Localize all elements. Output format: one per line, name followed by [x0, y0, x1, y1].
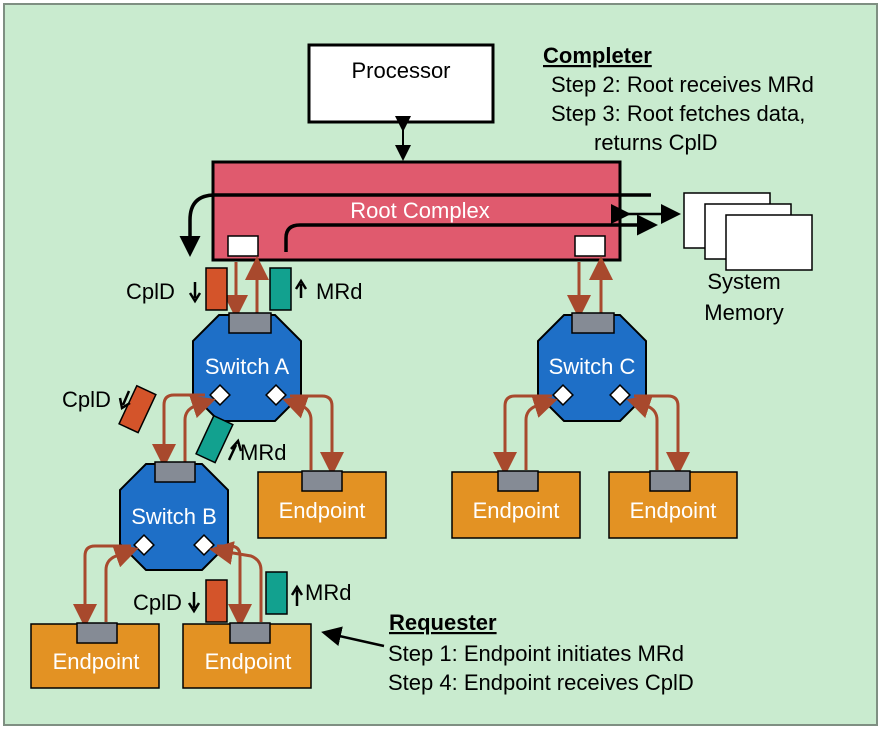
switch-b-upstream-port	[154, 461, 196, 483]
system-memory-label-2: Memory	[704, 300, 783, 325]
switch-b-label: Switch B	[131, 504, 217, 529]
link-switch-a-to-endpoint	[290, 394, 344, 476]
diagram-background	[3, 3, 878, 726]
endpoint-label: Endpoint	[630, 498, 717, 523]
cpld-down-arrow-bottom	[187, 592, 201, 614]
endpoint-switch-c-right: Endpoint	[608, 470, 738, 539]
endpoint-requester: Endpoint	[182, 622, 312, 689]
link-switch-c-to-endpoint-left	[493, 394, 552, 476]
requester-pointer-arrow	[321, 626, 385, 648]
link-endpoint-right-to-switch-b	[209, 541, 263, 622]
completer-title: Completer	[543, 43, 652, 68]
completer-step-3: Step 3: Root fetches data,	[551, 101, 805, 126]
switch-c: Switch C	[537, 312, 647, 422]
switch-a-label: Switch A	[205, 354, 290, 379]
root-complex-box: Root Complex	[211, 160, 622, 262]
switch-c-upstream-port	[571, 312, 615, 334]
root-port-right	[574, 235, 606, 257]
link-endpoint-left-to-switch-c	[524, 394, 558, 470]
switch-a-upstream-port	[228, 312, 272, 334]
cpld-down-arrow-top	[188, 282, 202, 304]
switch-a: Switch A	[192, 312, 302, 422]
switch-c-port-right	[609, 384, 631, 406]
system-memory-icon	[683, 192, 813, 271]
requester-step-4: Step 4: Endpoint receives CplD	[388, 670, 694, 695]
cpld-down-arrow-mid	[118, 390, 131, 411]
endpoint-switch-a: Endpoint	[257, 470, 387, 539]
mrd-label-bottom: MRd	[305, 580, 351, 605]
endpoint-switch-c-left: Endpoint	[451, 470, 581, 539]
switch-b-port-right	[193, 534, 215, 556]
switch-b-port-left	[133, 534, 155, 556]
link-switch-c-to-endpoint-right	[634, 394, 690, 476]
processor-box: Processor	[307, 43, 495, 124]
requester-step-1: Step 1: Endpoint initiates MRd	[388, 641, 684, 666]
link-endpoint-left-to-switch-b	[104, 544, 139, 622]
switch-b: Switch B	[119, 461, 229, 571]
root-port-left	[227, 235, 259, 257]
link-switch-b-to-switch-a	[183, 395, 216, 462]
mrd-packet-bottom	[265, 571, 288, 615]
requester-title: Requester	[389, 610, 497, 635]
mrd-packet-mid	[195, 414, 234, 464]
endpoint-switch-b-left: Endpoint	[30, 622, 160, 689]
mrd-request-path-arrow	[284, 214, 658, 252]
switch-a-port-right	[265, 384, 287, 406]
switch-c-port-left	[552, 384, 574, 406]
cpld-label-mid: CplD	[62, 387, 111, 412]
cpld-packet-top	[205, 267, 228, 311]
mrd-up-arrow-mid	[227, 438, 243, 461]
root-complex-label: Root Complex	[350, 198, 489, 223]
endpoint-label: Endpoint	[473, 498, 560, 523]
cpld-return-path-arrow	[179, 193, 651, 257]
completer-step-3-cont: returns CplD	[594, 130, 717, 155]
link-switch-a-to-switch-b	[152, 393, 205, 468]
cpld-packet-bottom	[205, 579, 228, 623]
completer-step-2: Step 2: Root receives MRd	[551, 72, 814, 97]
endpoint-label: Endpoint	[279, 498, 366, 523]
mrd-packet-top	[269, 267, 292, 311]
link-endpoint-to-switch-a	[282, 395, 313, 470]
processor-label: Processor	[351, 58, 450, 83]
cpld-label-top: CplD	[126, 279, 175, 304]
link-endpoint-right-to-switch-c	[626, 395, 659, 470]
mrd-label-top: MRd	[316, 279, 362, 304]
cpld-label-bottom: CplD	[133, 590, 182, 615]
system-memory-label-1: System	[707, 269, 780, 294]
switch-c-label: Switch C	[549, 354, 636, 379]
endpoint-label: Endpoint	[205, 649, 292, 674]
mrd-label-mid: MRd	[240, 440, 286, 465]
mrd-up-arrow-bottom	[290, 584, 304, 606]
link-switch-b-to-endpoint-left	[73, 544, 131, 628]
mrd-up-arrow-top	[294, 278, 308, 298]
endpoint-label: Endpoint	[53, 649, 140, 674]
